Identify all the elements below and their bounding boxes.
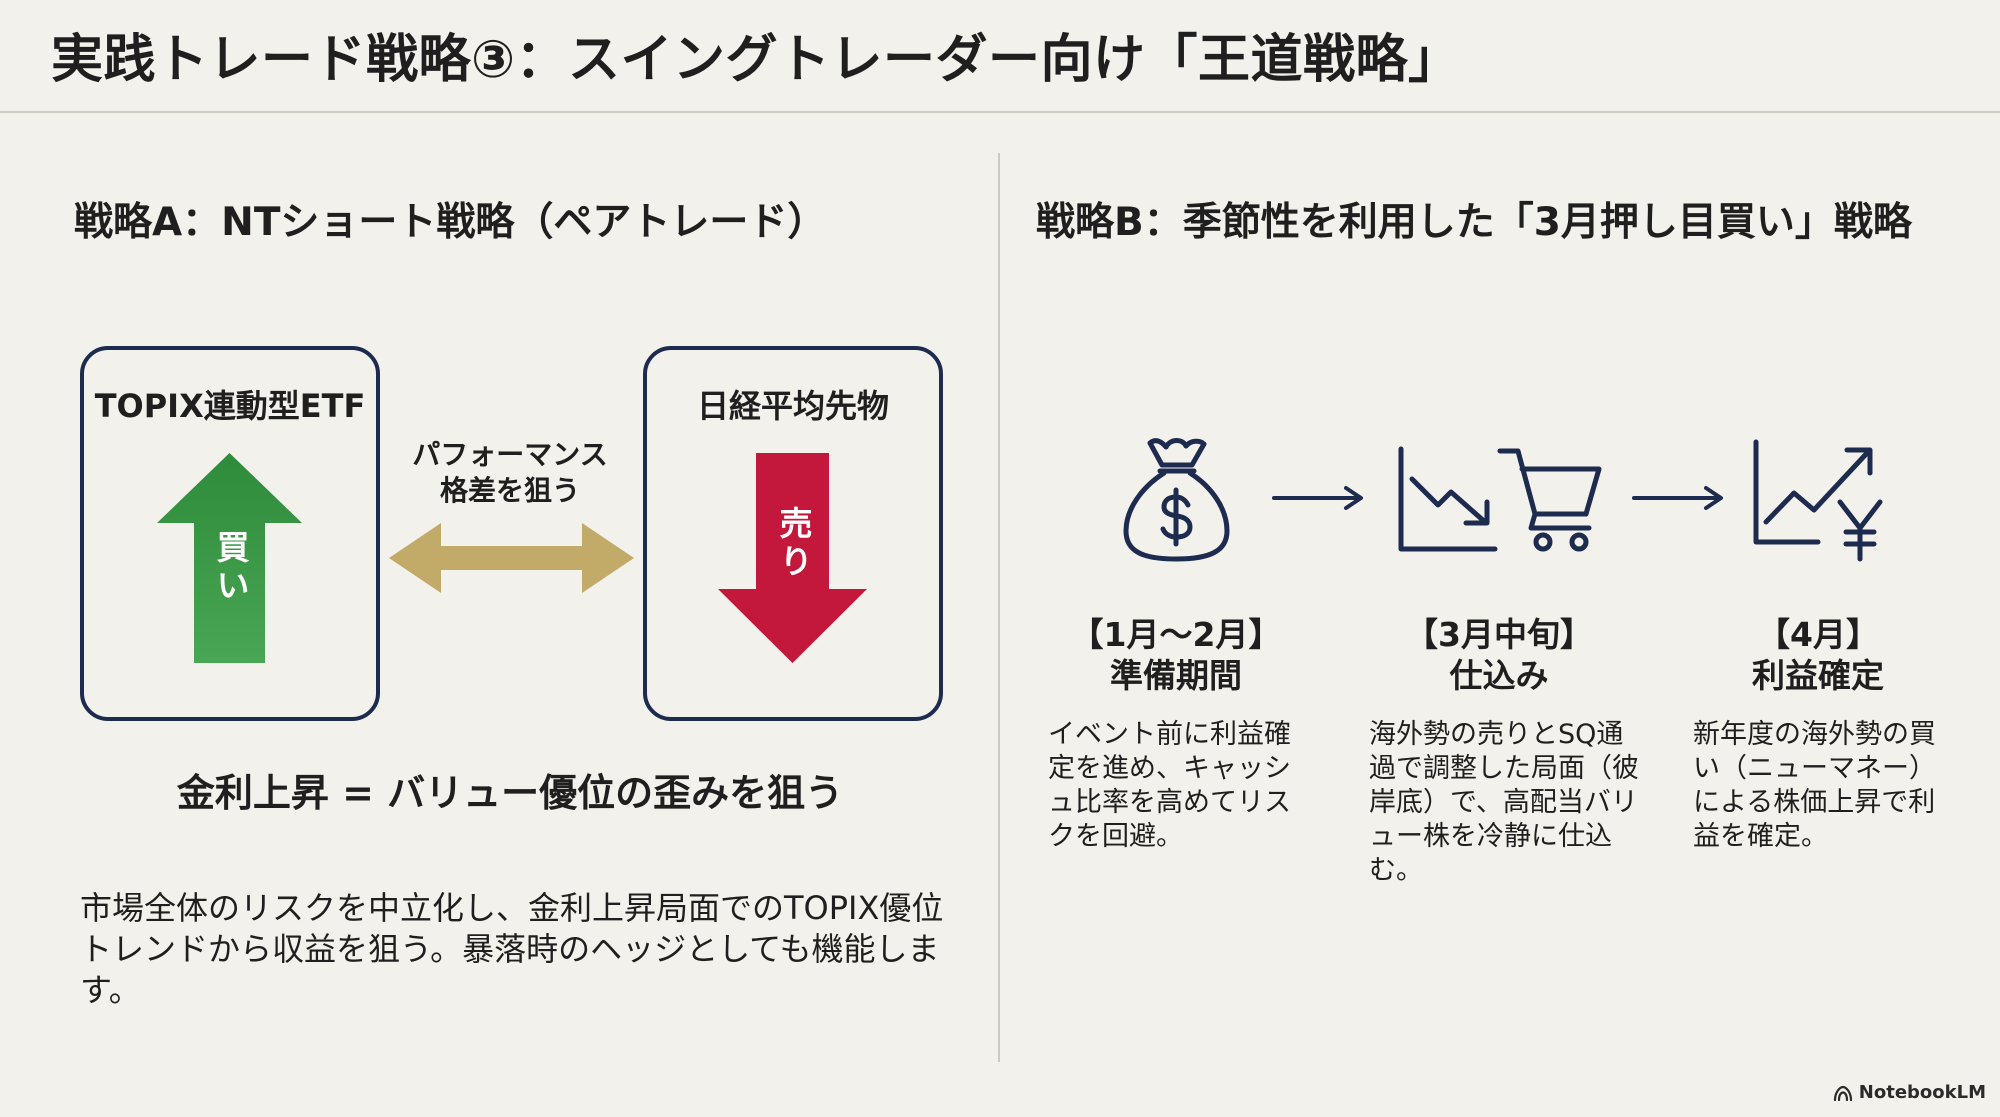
short-leg-action: 売り — [774, 506, 813, 582]
spread-label: パフォーマンス 格差を狙う — [390, 437, 630, 509]
step-2-period: 【3月中旬】 — [1405, 615, 1593, 654]
long-leg-box: TOPIX連動型ETF 買い — [80, 346, 380, 721]
strategy-b-heading: 戦略B：季節性を利用した「3月押し目買い」戦略 — [1036, 200, 1912, 245]
slide-title: 実践トレード戦略③：スイングトレーダー向け「王道戦略」 — [51, 30, 1461, 90]
step-1-description: イベント前に利益確定を進め、キャッシュ比率を高めてリスクを回避。 — [1048, 719, 1291, 852]
short-leg-box: 日経平均先物 売り — [643, 346, 943, 721]
money-bag-icon — [1123, 438, 1230, 562]
step-1-name: 準備期間 — [1110, 656, 1242, 695]
spread-label-line-1: パフォーマンス — [412, 438, 608, 471]
strategy-a-thesis: 金利上昇 = バリュー優位の歪みを狙う — [176, 771, 844, 815]
column-divider — [998, 153, 1000, 1062]
step-3-period: 【4月】 — [1757, 615, 1879, 654]
right-arrow-icon — [1272, 486, 1363, 510]
chart-up-yen-icon — [1753, 439, 1883, 562]
step-1-period: 【1月～2月】 — [1070, 615, 1282, 654]
long-leg-name: TOPIX連動型ETF — [94, 387, 366, 425]
double-arrow-icon — [389, 523, 634, 593]
step-2-description: 海外勢の売りとSQ通過で調整した局面（彼岸底）で、高配当バリュー株を冷静に仕込む… — [1369, 719, 1639, 886]
strategy-a-heading: 戦略A：NTショート戦略（ペアトレード） — [74, 200, 827, 245]
strategy-a-description: 市場全体のリスクを中立化し、金利上昇局面でのTOPIX優位トレンドから収益を狙う… — [80, 889, 944, 1009]
step-3-description: 新年度の海外勢の買い（ニューマネー）による株価上昇で利益を確定。 — [1693, 719, 1936, 852]
footer-brand: NotebookLM — [1833, 1082, 1986, 1104]
right-arrow-icon — [1632, 486, 1723, 510]
spread-label-line-2: 格差を狙う — [439, 474, 580, 507]
chart-down-cart-icon — [1398, 446, 1602, 552]
step-2-label: 【3月中旬】 仕込み — [1349, 614, 1649, 696]
buy-arrow-up-icon — [157, 453, 302, 663]
notebooklm-icon — [1833, 1085, 1852, 1101]
sell-arrow-down-icon — [718, 453, 867, 663]
title-divider — [0, 111, 2000, 113]
footer-brand-label: NotebookLM — [1858, 1082, 1986, 1103]
step-3-label: 【4月】 利益確定 — [1668, 614, 1968, 696]
long-leg-action: 買い — [211, 530, 250, 606]
step-2-name: 仕込み — [1449, 656, 1549, 695]
short-leg-name: 日経平均先物 — [696, 387, 889, 425]
step-3-name: 利益確定 — [1752, 656, 1884, 695]
step-1-label: 【1月～2月】 準備期間 — [1026, 614, 1326, 696]
